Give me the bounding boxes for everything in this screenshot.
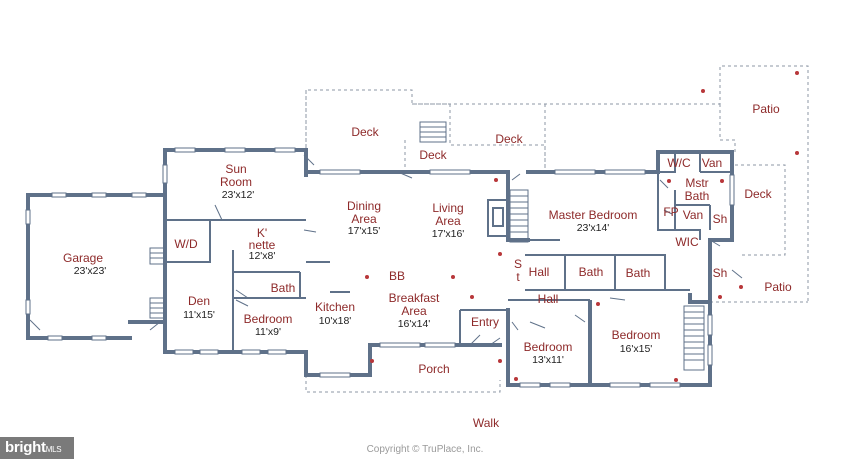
- living-name-1: Living: [432, 201, 463, 215]
- master-bedroom-dim: 23'x14': [577, 222, 610, 234]
- kitchenette-dim: 12'x8': [249, 250, 276, 262]
- wc-name: W/C: [667, 156, 691, 170]
- walls: [26, 148, 734, 387]
- bedroom-left-name: Bedroom: [244, 312, 293, 326]
- bath-mid1-name: Bath: [579, 265, 604, 279]
- den-dim: 11'x15': [183, 309, 215, 321]
- st-name-2: t: [516, 270, 520, 284]
- living-dim: 17'x16': [432, 228, 465, 240]
- walk-name: Walk: [473, 416, 500, 430]
- room-labels: Garage 23'x23' Sun Room 23'x12' W/D K' n…: [63, 102, 792, 430]
- hall-small-name: Hall: [529, 265, 550, 279]
- kitchen-dim: 10'x18': [319, 315, 352, 327]
- dining-name-2: Area: [351, 212, 377, 226]
- mstr-bath-name-1: Mstr: [685, 176, 708, 190]
- deck-stairs: [419, 121, 447, 143]
- kitchenette-name-1: K': [257, 226, 267, 240]
- breakfast-name-2: Area: [401, 304, 427, 318]
- copyright-text: Copyright © TruPlace, Inc.: [367, 444, 484, 455]
- badge-main-text: bright: [5, 439, 46, 456]
- bath-mid2-name: Bath: [626, 266, 651, 280]
- sh-bottom-name: Sh: [713, 266, 728, 280]
- bedroom-left-dim: 11'x9': [255, 326, 281, 338]
- sun-room-name-2: Room: [220, 175, 252, 189]
- mls-badge: brightMLS: [0, 437, 74, 459]
- doors: [29, 154, 743, 346]
- master-bedroom-name: Master Bedroom: [549, 208, 638, 222]
- van-top-name: Van: [702, 156, 722, 170]
- bedroom-mid-name: Bedroom: [524, 340, 573, 354]
- deck-small-name: Deck: [419, 148, 447, 162]
- garage-dim: 23'x23': [74, 265, 107, 277]
- dining-name-1: Dining: [347, 199, 381, 213]
- porch-name: Porch: [418, 362, 449, 376]
- kitchen-name: Kitchen: [315, 300, 355, 314]
- den-name: Den: [188, 294, 210, 308]
- markers: [365, 71, 799, 382]
- breakfast-dim: 16'x14': [398, 318, 431, 330]
- bedroom-right-name: Bedroom: [612, 328, 661, 342]
- deck-mid-name: Deck: [495, 132, 523, 146]
- deck-left-name: Deck: [351, 125, 379, 139]
- entry-name: Entry: [471, 315, 499, 329]
- sh-top-name: Sh: [713, 212, 728, 226]
- bath-left-name: Bath: [271, 281, 296, 295]
- mstr-bath-name-2: Bath: [685, 189, 710, 203]
- wic-name: WIC: [675, 235, 699, 249]
- outdoor-outlines: [27, 65, 809, 393]
- badge-sub-text: MLS: [45, 445, 62, 454]
- st-name-1: S: [514, 257, 522, 271]
- hall-main-name: Hall: [538, 292, 559, 306]
- van-mid-name: Van: [683, 208, 703, 222]
- bb-name: BB: [389, 269, 405, 283]
- breakfast-name-1: Breakfast: [389, 291, 440, 305]
- kitchenette-name-2: nette: [249, 238, 276, 252]
- patio-top-name: Patio: [752, 102, 780, 116]
- bedroom-right-dim: 16'x15': [620, 343, 653, 355]
- patio-bottom-name: Patio: [764, 280, 792, 294]
- sun-room-dim: 23'x12': [222, 189, 255, 201]
- dining-dim: 17'x15': [348, 225, 381, 237]
- living-name-2: Area: [435, 214, 461, 228]
- bedroom-mid-dim: 13'x11': [532, 354, 564, 366]
- windows: [25, 147, 735, 388]
- deck-right-name: Deck: [744, 187, 772, 201]
- fp-name: FP: [663, 205, 678, 219]
- garage-name: Garage: [63, 251, 103, 265]
- sun-room-name-1: Sun: [225, 162, 246, 176]
- wd-name: W/D: [174, 237, 198, 251]
